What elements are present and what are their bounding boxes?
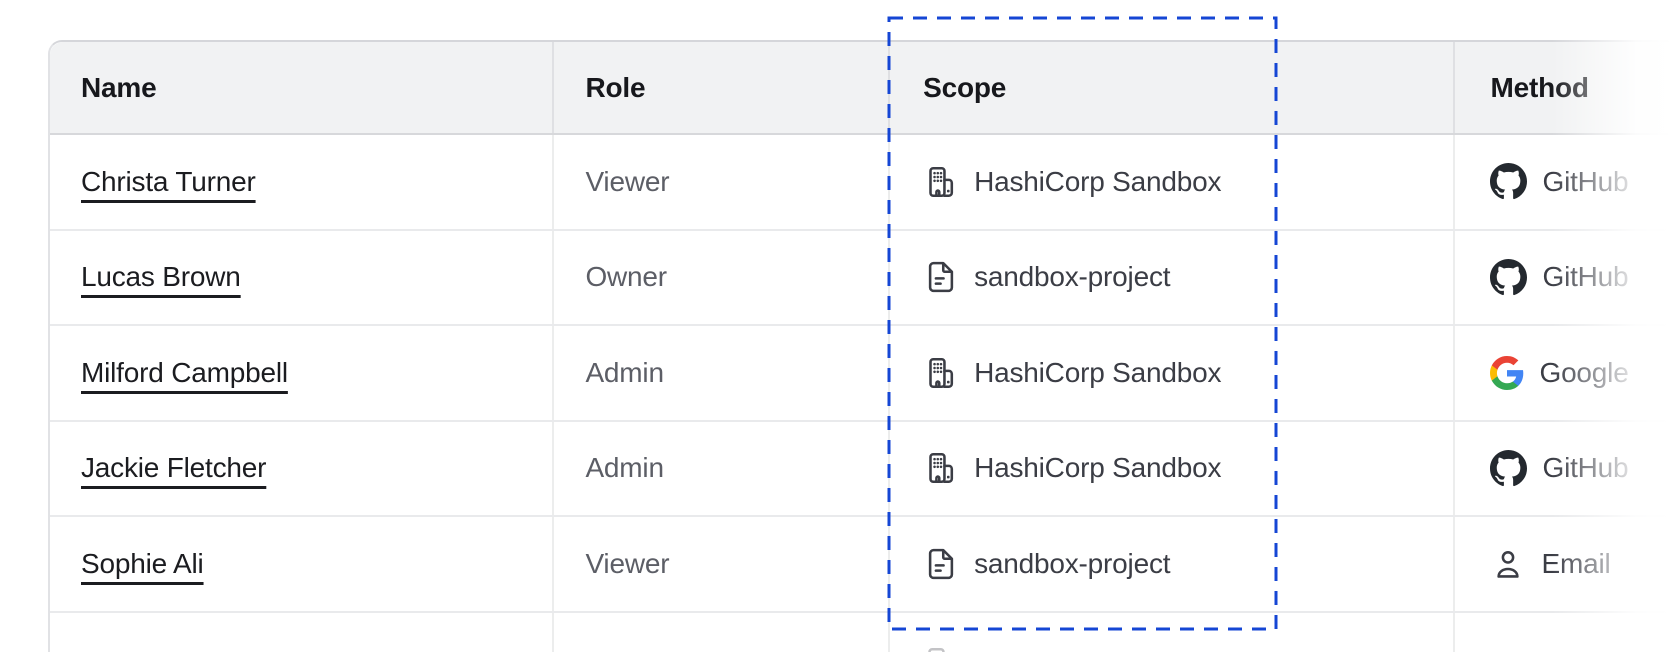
org-building-icon bbox=[923, 355, 959, 391]
table-row: Milford Campbell Admin HashiCorp Sandbox… bbox=[50, 326, 1672, 422]
method-label: Google bbox=[1539, 356, 1629, 388]
scope-cell: HashiCorp Sandbox bbox=[890, 135, 1456, 229]
method-label: GitHub bbox=[1542, 261, 1629, 293]
role-cell: Owner bbox=[554, 230, 891, 324]
scope-cell: sandbox-project bbox=[890, 517, 1456, 611]
table-row-partial bbox=[50, 612, 1672, 652]
column-header-scope: Scope bbox=[890, 42, 1456, 133]
org-building-icon bbox=[923, 164, 959, 200]
file-text-icon bbox=[923, 259, 959, 295]
column-header-name: Name bbox=[50, 42, 555, 133]
name-cell: Lucas Brown bbox=[50, 230, 555, 324]
member-name-link[interactable]: Milford Campbell bbox=[81, 356, 288, 388]
scope-cell bbox=[890, 612, 1456, 652]
members-table: Name Role Scope Method Christa Turner Vi… bbox=[48, 40, 1672, 652]
name-cell: Christa Turner bbox=[50, 135, 555, 229]
method-cell: GitHub bbox=[1455, 422, 1672, 516]
file-text-icon bbox=[923, 546, 959, 582]
table-row: Lucas Brown Owner sandbox-project GitHub bbox=[50, 230, 1672, 326]
table-row: Christa Turner Viewer HashiCorp Sandbox … bbox=[50, 135, 1672, 231]
role-cell: Admin bbox=[554, 421, 891, 515]
role-label: Viewer bbox=[585, 547, 670, 579]
name-cell bbox=[50, 612, 555, 652]
role-label: Admin bbox=[585, 452, 664, 484]
name-cell: Jackie Fletcher bbox=[50, 421, 555, 515]
role-label: Admin bbox=[585, 356, 664, 388]
role-cell: Viewer bbox=[554, 135, 891, 229]
scope-label: HashiCorp Sandbox bbox=[974, 452, 1222, 484]
github-icon bbox=[1490, 449, 1528, 487]
github-icon bbox=[1490, 163, 1528, 200]
org-building-icon bbox=[922, 645, 958, 652]
role-cell: Viewer bbox=[554, 517, 891, 611]
github-icon bbox=[1490, 258, 1528, 296]
member-name-link[interactable]: Sophie Ali bbox=[81, 547, 204, 579]
member-name-link[interactable]: Christa Turner bbox=[81, 165, 256, 197]
scope-label: HashiCorp Sandbox bbox=[974, 356, 1222, 388]
org-building-icon bbox=[923, 450, 959, 486]
role-label: Owner bbox=[585, 261, 667, 293]
method-label: GitHub bbox=[1542, 452, 1629, 484]
scope-cell: sandbox-project bbox=[890, 230, 1456, 324]
scope-label: sandbox-project bbox=[974, 261, 1171, 293]
table-row: Sophie Ali Viewer sandbox-project Email bbox=[50, 517, 1672, 613]
method-cell: GitHub bbox=[1455, 135, 1672, 229]
scope-label: sandbox-project bbox=[974, 547, 1171, 579]
method-cell: Email bbox=[1455, 517, 1672, 611]
method-cell bbox=[1455, 613, 1672, 652]
role-cell: Admin bbox=[554, 326, 891, 420]
user-icon bbox=[1490, 546, 1526, 582]
name-cell: Sophie Ali bbox=[50, 517, 555, 611]
column-header-role: Role bbox=[554, 42, 891, 133]
method-label: GitHub bbox=[1542, 165, 1629, 197]
member-name-link[interactable]: Jackie Fletcher bbox=[81, 452, 267, 484]
scope-cell: HashiCorp Sandbox bbox=[890, 421, 1456, 515]
method-label: Email bbox=[1541, 547, 1611, 579]
role-cell bbox=[554, 612, 891, 652]
role-label: Viewer bbox=[585, 165, 670, 197]
member-name-link[interactable]: Lucas Brown bbox=[81, 261, 241, 293]
table-row: Jackie Fletcher Admin HashiCorp Sandbox … bbox=[50, 421, 1672, 517]
google-icon bbox=[1490, 355, 1524, 390]
scope-label: HashiCorp Sandbox bbox=[974, 165, 1222, 197]
name-cell: Milford Campbell bbox=[50, 326, 555, 420]
scope-cell: HashiCorp Sandbox bbox=[890, 326, 1456, 420]
table-header-row: Name Role Scope Method bbox=[50, 42, 1672, 135]
method-cell: GitHub bbox=[1455, 231, 1672, 325]
column-header-method: Method bbox=[1455, 42, 1672, 133]
method-cell: Google bbox=[1455, 326, 1672, 420]
